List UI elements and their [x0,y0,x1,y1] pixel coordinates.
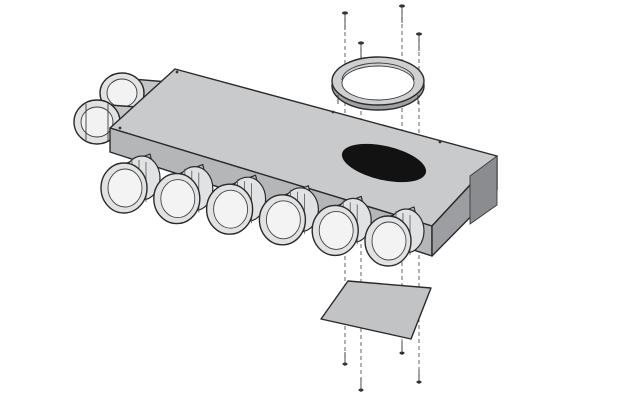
outlet-spigot [258,185,319,246]
outlet-spigot [100,153,161,214]
top-screws [342,4,422,60]
outlet-spigot [205,174,267,235]
bottom-access-plate [320,280,432,340]
screw-icon [399,4,405,23]
screw-icon [342,352,348,366]
screw-icon [416,370,422,384]
screw-icon [342,11,348,30]
screw-icon [358,41,364,60]
outlet-spigots [100,153,425,267]
bottom-screws [342,342,422,392]
mounting-ring [331,56,425,111]
outlet-spigot [153,164,214,225]
outlet-spigot [311,195,372,257]
screw-icon [416,32,422,51]
screw-icon [399,342,405,355]
top-face-rivets [118,70,442,144]
outlet-spigot [364,206,425,267]
box-end-flange [469,155,498,225]
top-duct-opening [341,143,427,183]
screw-icon [358,378,364,392]
